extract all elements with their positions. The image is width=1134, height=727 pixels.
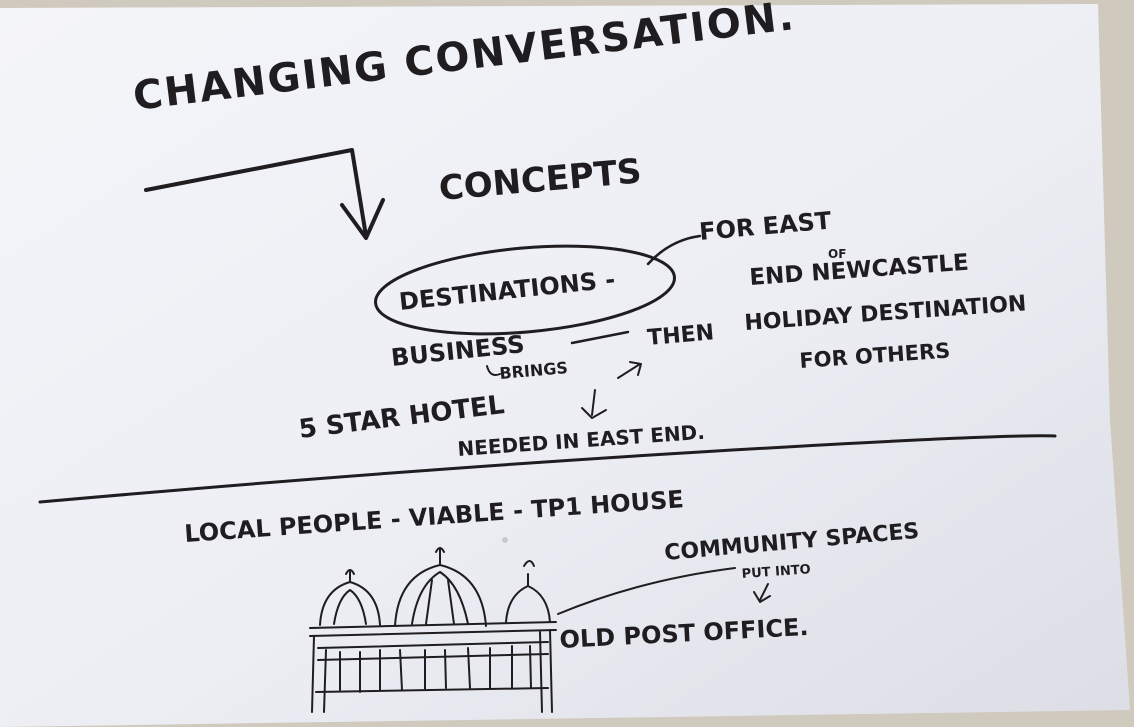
put-into-connector xyxy=(557,567,736,615)
destinations-circle xyxy=(374,244,676,336)
pin-hole xyxy=(502,537,508,543)
of-label: OF xyxy=(828,247,846,261)
then-label: THEN xyxy=(646,320,715,351)
hotel-arrow xyxy=(581,389,607,419)
arrow-line xyxy=(144,148,368,238)
brings-arrow xyxy=(617,361,642,379)
paper-sheet xyxy=(0,4,1130,727)
put-into-arrow xyxy=(753,583,771,603)
arrowhead xyxy=(340,198,385,240)
brings-bracket xyxy=(486,365,501,376)
destinations-connector xyxy=(646,234,702,266)
building-sketch xyxy=(309,547,557,713)
business-dash xyxy=(570,330,630,345)
put-into-label: PUT INTO xyxy=(741,562,811,582)
divider-line xyxy=(38,434,1057,504)
